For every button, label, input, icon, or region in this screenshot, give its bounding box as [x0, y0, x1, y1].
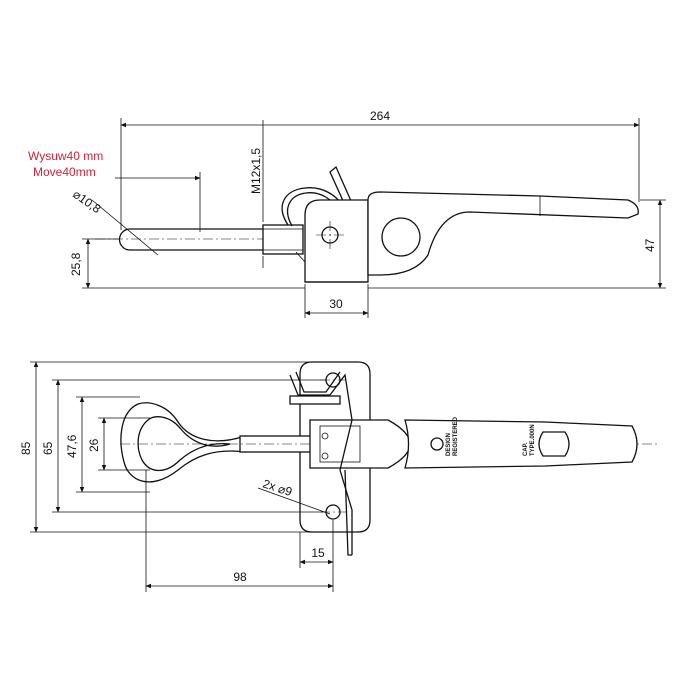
- top-handle: [404, 419, 638, 469]
- dim-85: 85: [19, 441, 33, 455]
- top-view: DESIGN REGISTERED CAP. TYPE.000N: [120, 361, 660, 556]
- design-label-2: REGISTERED: [453, 416, 459, 456]
- dim-15: 15: [311, 546, 325, 560]
- dim-eye-diameter: ⌀10,8: [70, 187, 103, 216]
- top-catch: [289, 395, 341, 405]
- design-label-1: DESIGN: [446, 433, 452, 456]
- side-housing: [304, 199, 369, 283]
- dim-65: 65: [41, 441, 55, 455]
- handle-slot: [538, 431, 570, 457]
- travel-note-en: Move40mm: [33, 165, 96, 179]
- dim-30: 30: [329, 297, 343, 311]
- dim-264: 264: [370, 109, 390, 123]
- dim-thread: M12x1,5: [249, 148, 263, 194]
- dim-47: 47: [643, 238, 657, 252]
- side-handle: [367, 191, 639, 276]
- dim-holes: 2x ⌀9: [261, 477, 294, 500]
- logo-mark: [430, 437, 444, 451]
- dim-98: 98: [233, 570, 247, 584]
- dim-26: 26: [87, 438, 101, 452]
- travel-note-pl: Wysuw40 mm: [28, 149, 103, 163]
- spring-wire: [281, 187, 346, 226]
- side-dimensions: 264 Wysuw40 mm Move40mm M12x1,5 ⌀10,8 25…: [28, 109, 666, 318]
- side-rod: [118, 228, 301, 251]
- side-view: [95, 165, 639, 283]
- shackle-loop-outer: [120, 402, 246, 483]
- dim-25-8: 25,8: [69, 252, 83, 276]
- cap-label-1: CAP.: [523, 442, 529, 456]
- dim-47-6: 47,6: [65, 434, 79, 458]
- cap-label-2: TYPE.000N: [530, 424, 536, 456]
- handle-hole: [381, 217, 421, 257]
- top-spring-wire: [289, 373, 353, 555]
- threaded-section: [262, 224, 304, 255]
- top-dimensions: 85 65 47,6 26 2x ⌀9 15 98: [19, 361, 334, 592]
- shackle-loop-inner: [137, 416, 231, 472]
